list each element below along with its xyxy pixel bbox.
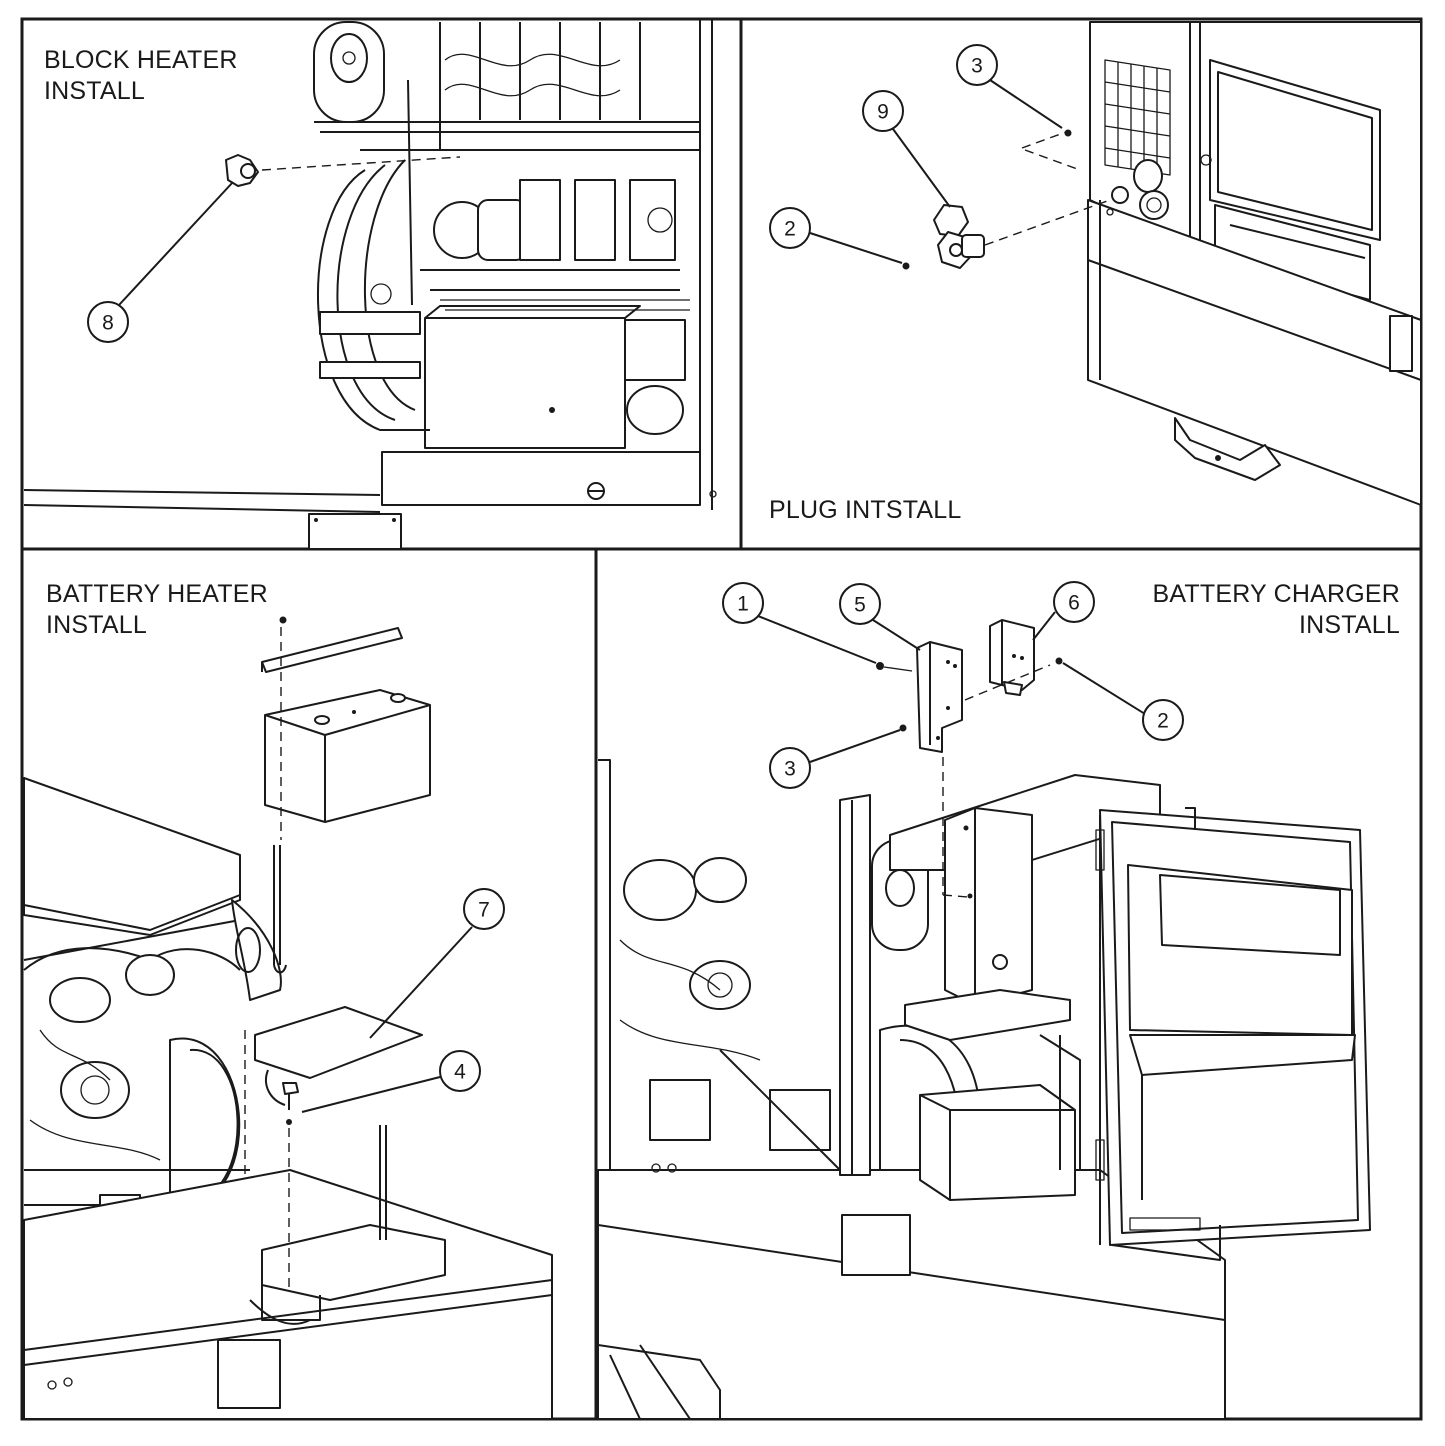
louver-grid — [1104, 59, 1171, 176]
plug-title-text: PLUG INTSTALL — [769, 496, 962, 524]
battery-heater-title-line2: INSTALL — [46, 611, 147, 639]
block-heater-title-line1: BLOCK HEATER — [44, 46, 238, 74]
callout-6: 6 — [1053, 581, 1095, 623]
callout-3-plug: 3 — [956, 44, 998, 86]
battery-heater-title: BATTERY HEATER INSTALL — [46, 579, 268, 641]
callout-2-charger: 2 — [1142, 699, 1184, 741]
battery-heater-drawing — [23, 616, 553, 1420]
callout-2-plug: 2 — [769, 207, 811, 249]
callout-number: 3 — [971, 55, 983, 78]
callout-number: 5 — [854, 594, 866, 617]
callout-number: 2 — [1157, 710, 1169, 733]
callout-9: 9 — [862, 90, 904, 132]
callout-1: 1 — [722, 582, 764, 624]
plug-drawing — [809, 21, 1422, 506]
callout-number: 8 — [102, 312, 114, 335]
battery-heater-title-line1: BATTERY HEATER — [46, 580, 268, 608]
callout-8: 8 — [87, 301, 129, 343]
battery-charger-drawing — [597, 611, 1371, 1420]
callout-number: 1 — [737, 593, 749, 616]
callout-number: 2 — [784, 218, 796, 241]
battery-charger-title-line2: INSTALL — [1299, 611, 1400, 639]
callout-7: 7 — [463, 888, 505, 930]
callout-number: 6 — [1068, 592, 1080, 615]
callout-5: 5 — [839, 583, 881, 625]
callout-4: 4 — [439, 1050, 481, 1092]
block-heater-title-line2: INSTALL — [44, 77, 145, 105]
callout-3-charger: 3 — [769, 747, 811, 789]
plug-title: PLUG INTSTALL — [769, 495, 961, 526]
callout-number: 4 — [454, 1061, 466, 1084]
callout-number: 3 — [784, 758, 796, 781]
block-heater-title: BLOCK HEATER INSTALL — [44, 45, 238, 107]
battery-charger-title-line1: BATTERY CHARGER — [1152, 580, 1400, 608]
callout-number: 7 — [478, 899, 490, 922]
callout-number: 9 — [877, 101, 889, 124]
battery-charger-title: BATTERY CHARGER INSTALL — [1153, 579, 1401, 641]
block-heater-drawing — [23, 19, 717, 550]
